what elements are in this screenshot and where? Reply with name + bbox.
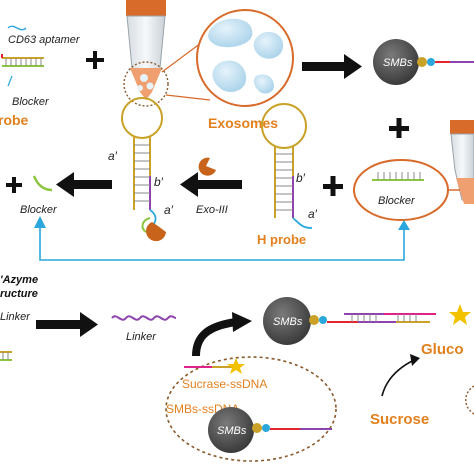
plus-icon-left <box>6 177 22 193</box>
zoom-line-2 <box>165 94 211 101</box>
linker-wave <box>111 315 177 321</box>
duplex-stub-left <box>0 351 12 361</box>
reagents-dashed-ellipse <box>165 356 337 462</box>
ructure-label: ructure <box>0 288 38 300</box>
linker-label-left: Linker <box>0 311 31 323</box>
arrow-left-mid <box>56 172 112 197</box>
partial-dashed-arc <box>465 385 474 415</box>
h-probe-hairpin <box>261 103 313 229</box>
a-prime-label-1: a′ <box>108 149 118 163</box>
a-prime-label-3: a′ <box>308 207 318 221</box>
smbs-label-right: SMBs <box>273 316 303 328</box>
b-prime-label-2: b′ <box>296 171 306 185</box>
exo-iii-icon <box>198 157 216 176</box>
arrow-curved-up <box>192 312 252 357</box>
sucrase-ssdna-label: Sucrase-ssDNA <box>182 377 267 391</box>
azyme-label: 'Azyme <box>0 274 38 286</box>
aptamer-probe-icon <box>1 25 44 87</box>
plus-icon-right <box>389 118 409 138</box>
teal-arrowhead-right <box>398 220 410 230</box>
exosome-zoom-circle <box>196 9 294 107</box>
cd63-aptamer-label: CD63 aptamer <box>8 34 81 46</box>
sucrose-label: Sucrose <box>370 411 429 428</box>
arrow-right-bottom <box>36 312 98 337</box>
blocker-strand-icon <box>32 175 53 192</box>
arrow-left-exo <box>180 172 242 197</box>
tube-icon <box>126 0 166 100</box>
plus-icon-mid <box>323 176 343 196</box>
smbs-sphere-top <box>373 39 474 85</box>
plus-icon <box>86 51 104 69</box>
a-prime-label-2: a′ <box>164 203 174 217</box>
exo-iii-label: Exo-III <box>196 204 228 216</box>
smbs-sphere-bottom <box>208 407 332 453</box>
exosomes-label: Exosomes <box>208 115 278 131</box>
sucrase-ssdna-strand <box>184 358 245 374</box>
gluco-label: Gluco <box>421 341 464 358</box>
smbs-sphere-right <box>263 297 471 345</box>
smbs-label-bottom: SMBs <box>217 425 247 437</box>
arrow-right-top <box>302 54 362 79</box>
probe-label: robe <box>0 112 29 128</box>
blocker-label-top: Blocker <box>12 96 50 108</box>
blocker-oval <box>353 159 460 221</box>
tube-zoom-marker <box>123 61 169 107</box>
hairpin-cut <box>121 97 166 242</box>
tube-icon-right <box>450 120 474 204</box>
teal-connector-line <box>39 222 405 261</box>
smbs-label-top: SMBs <box>383 57 413 69</box>
blocker-label-oval: Blocker <box>378 195 416 207</box>
teal-arrowhead-left <box>34 216 46 228</box>
sucrose-arrow <box>381 354 420 397</box>
b-prime-label-1: b′ <box>154 175 164 189</box>
h-probe-label: H probe <box>257 232 306 247</box>
blocker-label-left: Blocker <box>20 204 58 216</box>
linker-label-mid: Linker <box>126 331 157 343</box>
